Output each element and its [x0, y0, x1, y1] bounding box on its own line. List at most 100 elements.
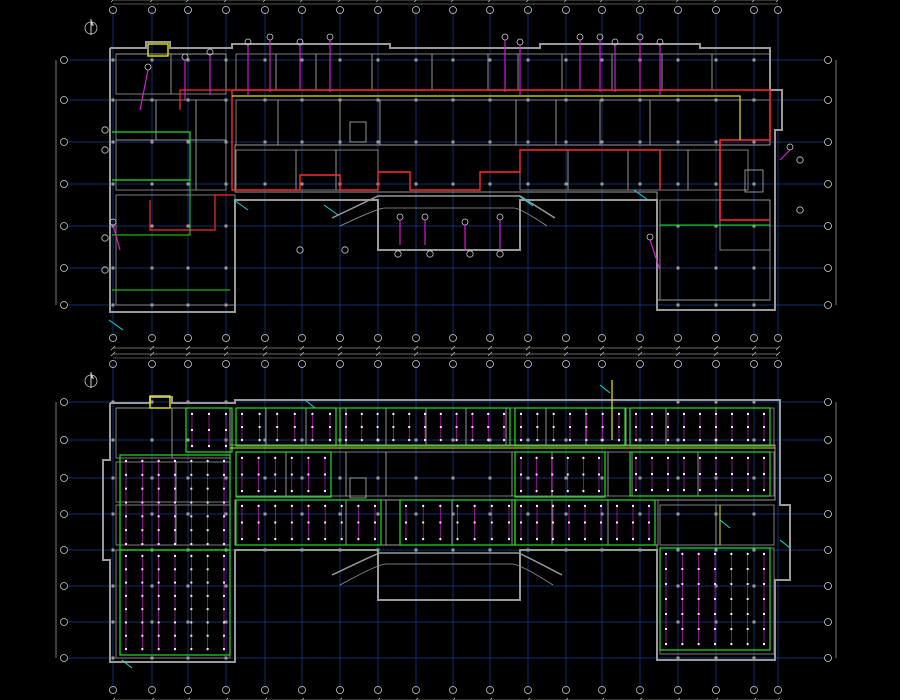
riser-tag-bubble — [496, 250, 504, 258]
column — [186, 303, 190, 307]
sprinkler-head — [520, 521, 522, 524]
column — [451, 476, 455, 480]
sprinkler-head — [455, 413, 458, 415]
column — [300, 98, 304, 102]
sprinkler-head — [535, 457, 538, 459]
riser-tag-bubble — [101, 126, 109, 134]
sprinkler-head — [490, 505, 493, 507]
sprinkler-head — [141, 460, 144, 462]
axis-bubble-bottom — [222, 686, 230, 694]
sprinkler-head — [665, 598, 667, 600]
column — [224, 98, 228, 102]
sprinkler-head — [520, 457, 522, 459]
riser-tag-bubble — [296, 246, 304, 254]
sprinkler-head — [731, 426, 733, 428]
column — [224, 266, 228, 270]
dimension-tick — [262, 345, 268, 351]
sprinkler-head — [141, 529, 144, 532]
dimension-tick — [149, 351, 155, 357]
column — [638, 140, 642, 144]
dimension-tick — [563, 345, 569, 351]
sprinkler-head — [274, 521, 277, 524]
column — [451, 140, 455, 144]
sprinkler-head — [747, 489, 749, 491]
sprinkler-head — [697, 613, 700, 615]
axis-bubble-left — [60, 264, 68, 272]
axis-bubble-top — [336, 6, 344, 14]
axis-bubble-top — [486, 6, 494, 14]
sprinkler-head — [697, 628, 700, 630]
column — [300, 182, 304, 186]
dimension-tick — [637, 351, 643, 357]
axis-bubble-top — [712, 6, 720, 14]
entrance-canopy-inner — [339, 563, 554, 586]
column — [300, 438, 304, 442]
axis-bubble-bottom — [712, 686, 720, 694]
sprinkler-head — [683, 489, 685, 491]
axis-bubble-right — [824, 264, 832, 272]
sprinkler-head — [763, 473, 765, 475]
column — [414, 58, 418, 62]
sprinkler-head — [408, 439, 411, 441]
riser-tag-bubble — [426, 250, 434, 258]
sprinkler-head — [665, 613, 667, 615]
dimension-tick — [450, 0, 454, 3]
sprinkler-head — [551, 473, 554, 476]
sprinkler-head — [223, 487, 225, 490]
sprinkler-head — [747, 457, 749, 459]
sprinkler-head — [174, 581, 176, 584]
sprinkler-head — [439, 505, 442, 507]
axis-bubble-top — [562, 360, 570, 368]
sprinkler-head — [763, 613, 765, 615]
column — [376, 98, 380, 102]
sprinkler-head — [600, 521, 602, 524]
sprinkler-head — [667, 413, 669, 415]
column — [150, 656, 154, 660]
sprinkler-head — [141, 621, 144, 624]
room-partition — [115, 194, 236, 306]
dimension-tick — [599, 351, 605, 357]
sprinkler-head — [257, 505, 260, 507]
column — [752, 303, 756, 307]
sprinkler-head — [190, 581, 193, 584]
sprinkler-head — [125, 621, 127, 624]
sprinkler-head — [208, 429, 210, 431]
dimension-tick — [599, 0, 603, 3]
axis-bubble-bottom — [109, 686, 117, 694]
sprinkler-head — [241, 473, 243, 476]
sprinkler-head — [290, 505, 293, 507]
entrance-canopy — [331, 552, 563, 576]
axis-bubble-bottom — [674, 334, 682, 342]
sprinkler-head — [141, 501, 144, 504]
axis-bubble-top — [184, 360, 192, 368]
axis-bubble-bottom — [636, 686, 644, 694]
axis-bubble-top — [298, 360, 306, 368]
sprinkler-zone — [235, 499, 382, 546]
red-supply-west — [149, 194, 232, 231]
axis-bubble-bottom — [486, 334, 494, 342]
sprinkler-head — [681, 583, 684, 585]
axis-bubble-right — [824, 510, 832, 518]
room-partition — [715, 504, 775, 546]
column — [714, 266, 718, 270]
sprinkler-head — [473, 521, 476, 524]
sprinkler-head — [699, 457, 701, 459]
column — [111, 584, 115, 588]
axis-bubble-top — [449, 360, 457, 368]
dimension-tick — [187, 697, 191, 700]
dimension-tick — [223, 345, 229, 351]
north-arrow-icon — [84, 372, 98, 388]
dimension-tick — [110, 351, 116, 357]
axis-bubble-right — [824, 301, 832, 309]
riser-tag-bubble — [326, 33, 334, 41]
dimension-tick — [751, 0, 755, 3]
axis-bubble-left — [60, 222, 68, 230]
sprinkler-head — [206, 608, 209, 611]
sprinkler-head — [174, 621, 176, 624]
axis-bubble-top — [636, 360, 644, 368]
sprinkler-head — [125, 581, 127, 584]
sprinkler-head — [455, 439, 458, 441]
dimension-tick — [375, 345, 381, 351]
sprinkler-head — [683, 413, 685, 415]
column — [150, 98, 154, 102]
